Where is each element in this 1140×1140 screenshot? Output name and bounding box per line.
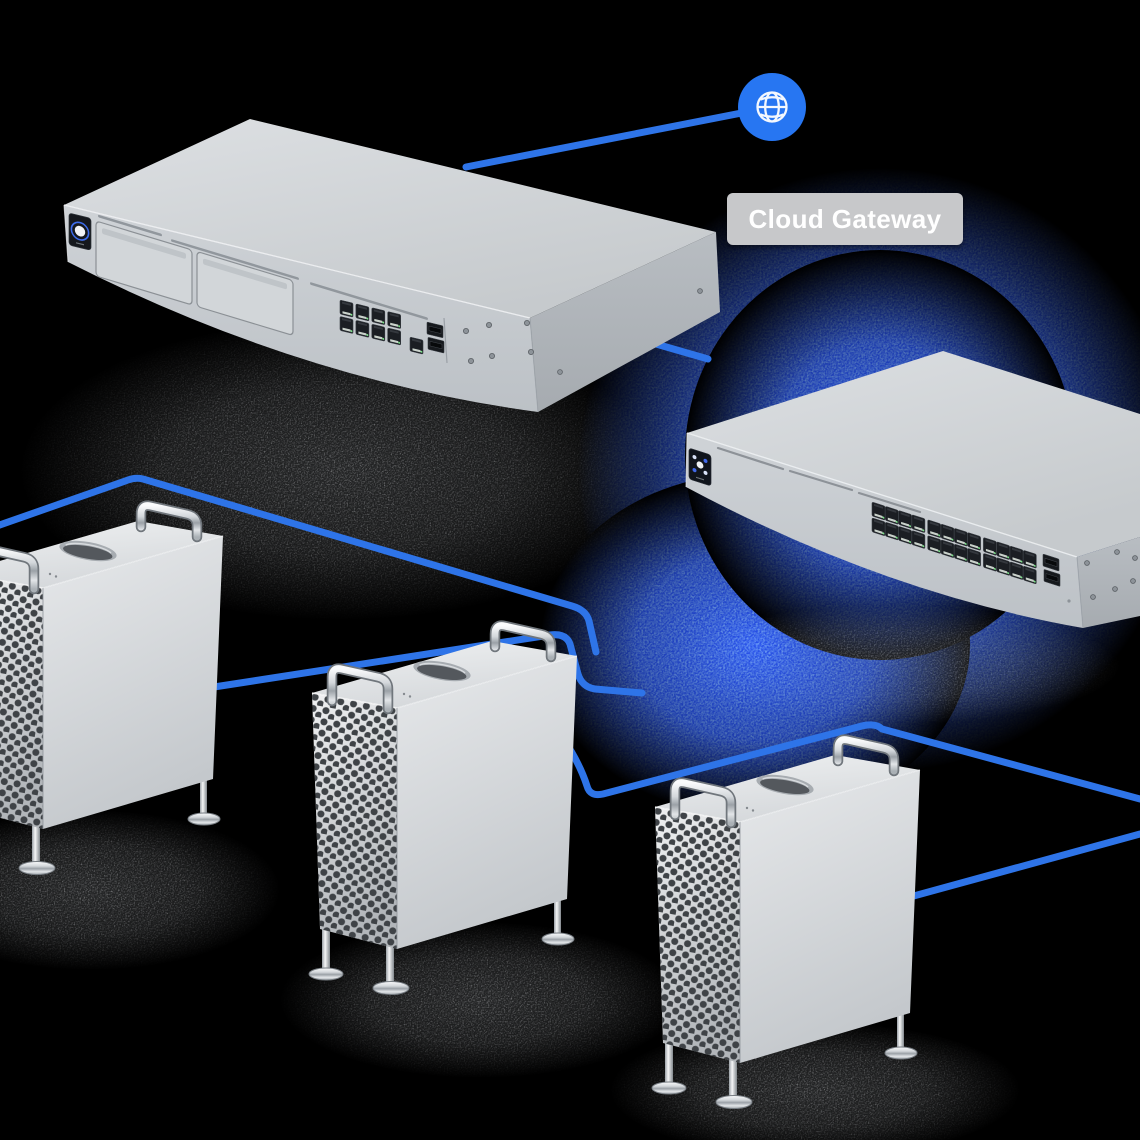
- rj45-port: [387, 311, 402, 330]
- switch-screws: [1084, 549, 1138, 600]
- rj45-port: [339, 315, 354, 335]
- rj45-port: [371, 323, 386, 342]
- rj45-port: [355, 303, 370, 322]
- rj45-port: [339, 299, 354, 318]
- network-switch-device[interactable]: [685, 351, 1140, 629]
- cloud-gateway-label: Cloud Gateway: [727, 193, 963, 245]
- gateway-wan-port: [409, 336, 424, 355]
- rj45-port: [371, 307, 386, 326]
- gateway-screws: [462, 288, 703, 375]
- switch-status-display: [688, 448, 712, 486]
- connection-line-internet: [462, 103, 776, 171]
- rj45-port: [355, 319, 370, 338]
- globe-icon: [756, 91, 788, 123]
- connection-line-server3-out: [906, 830, 1140, 901]
- gateway-status-display: [68, 213, 92, 251]
- gateway-drive-bays: [95, 214, 428, 336]
- globe-node: [738, 73, 806, 141]
- switch-vents: [716, 446, 922, 514]
- rj45-port: [387, 327, 402, 346]
- connection-line-switch-server3: [560, 721, 1140, 803]
- cloud-gateway-device[interactable]: [63, 119, 720, 413]
- connection-line-server1-switch: [0, 474, 600, 656]
